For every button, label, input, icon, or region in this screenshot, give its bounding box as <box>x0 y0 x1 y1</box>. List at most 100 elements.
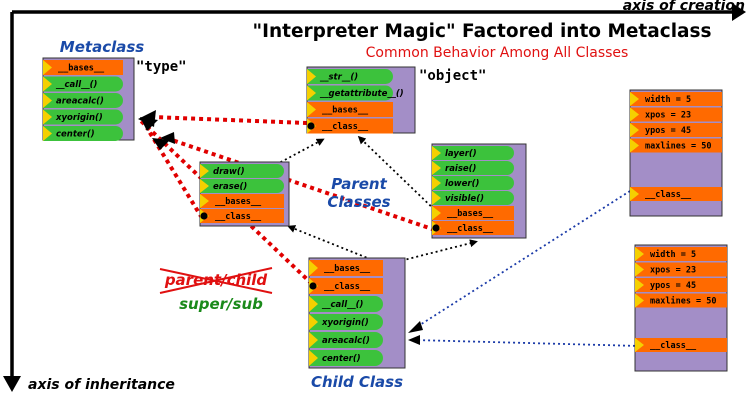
object-type-label: "object" <box>419 68 486 84</box>
mixin-right-box: layer()raise()lower()visible()__bases___… <box>431 143 527 239</box>
slot-attr: __class__ <box>432 221 514 235</box>
mixin-left-to-metaclass-link <box>145 126 204 220</box>
slot-pointer-icon <box>432 206 441 220</box>
page-subtitle: Common Behavior Among All Classes <box>366 45 629 61</box>
slot-pointer-icon <box>43 93 52 108</box>
axis-creation-label: axis of creation <box>623 0 745 14</box>
slot-method: xyorigin() <box>43 109 123 125</box>
slot-pointer-icon <box>309 260 318 276</box>
instance1-to-child-link <box>411 190 631 331</box>
slot-pointer-icon <box>307 85 316 101</box>
attr-slot-bg <box>635 293 727 308</box>
slot-pointer-icon <box>43 109 52 125</box>
method-slot-cap <box>270 179 284 193</box>
method-slot-bg <box>43 126 116 141</box>
attr-slot-bg <box>630 92 722 106</box>
slot-pointer-icon <box>630 107 639 122</box>
method-slot-bg <box>200 179 277 193</box>
attr-slot-bg <box>630 107 722 122</box>
attr-slot-bg <box>200 209 284 223</box>
method-slot-cap <box>270 164 284 178</box>
slot-label: erase() <box>213 182 247 192</box>
slot-label: __class__ <box>215 212 262 222</box>
slot-pointer-icon <box>432 146 441 160</box>
slot-label: areacalc() <box>322 336 370 346</box>
slot-method: __call__() <box>43 76 123 92</box>
slot-label: draw() <box>213 167 245 177</box>
slot-label: width = 5 <box>650 249 696 260</box>
slot-attr: ypos = 45 <box>635 278 727 292</box>
slot-method: areacalc() <box>309 332 383 348</box>
slot-pointer-icon <box>432 191 441 205</box>
metaclass-box: __bases____call__() areacalc() xyorigin() c… <box>42 57 135 141</box>
method-slot-bg <box>432 176 507 190</box>
slot-method: erase() <box>200 179 284 193</box>
child-to-mixin-left-link <box>287 225 386 266</box>
arrowhead-mixinright-meta <box>160 132 175 144</box>
slot-label: __class__ <box>324 282 371 292</box>
method-slot-bg <box>309 314 375 330</box>
slot-label: __class__ <box>322 122 369 132</box>
slot-label: __class__ <box>650 341 697 351</box>
pointer-dot <box>200 212 208 220</box>
slot-label: __class__ <box>645 190 692 200</box>
axis-inheritance-label: axis of inheritance <box>28 377 175 393</box>
slot-pointer-icon <box>200 194 209 208</box>
slot-label: visible() <box>445 194 484 204</box>
slot-pointer-icon <box>200 179 209 193</box>
slot-label: __bases__ <box>215 197 262 207</box>
instance2-to-child-link <box>413 339 641 347</box>
method-slot-cap <box>378 69 393 84</box>
attr-slot-bg <box>200 194 284 208</box>
slot-method: __str__() <box>307 69 393 84</box>
slot-label: maxlines = 50 <box>645 141 712 152</box>
slot-label: maxlines = 50 <box>650 296 717 307</box>
pointer-dot <box>432 224 440 232</box>
slot-method: center() <box>43 126 123 141</box>
slot-label: raise() <box>445 164 477 174</box>
slot-pointer-icon <box>309 296 318 312</box>
slot-label: __getattribute__() <box>319 89 404 99</box>
method-slot-bg <box>309 350 375 366</box>
slot-method: raise() <box>432 161 514 175</box>
metaclass-label: Metaclass <box>60 38 144 56</box>
child-box: __bases____class____call__()xyorigin()ar… <box>308 257 406 369</box>
slot-label: areacalc() <box>56 97 104 107</box>
attr-slot-bg <box>635 338 727 352</box>
child-to-mixin-right-link <box>391 239 478 264</box>
slot-attr: maxlines = 50 <box>635 293 727 308</box>
attr-slot-bg <box>309 278 383 294</box>
slot-label: center() <box>56 130 95 140</box>
attr-slot-bg <box>630 187 722 201</box>
slot-pointer-icon <box>309 314 318 330</box>
slot-method: draw() <box>200 164 284 178</box>
super-sub-label: super/sub <box>179 295 263 313</box>
slot-label: __class__ <box>447 224 494 234</box>
arrowhead-mixinleft-meta <box>140 117 158 131</box>
slot-pointer-icon <box>307 69 316 84</box>
slot-label: xyorigin() <box>55 113 103 123</box>
method-slot-bg <box>43 93 116 108</box>
method-slot-cap <box>108 109 123 125</box>
method-slot-cap <box>500 176 514 190</box>
attr-slot-bg <box>307 102 393 117</box>
axis-inheritance-arrowhead <box>3 376 21 392</box>
slot-pointer-icon <box>635 247 644 261</box>
arrowhead-child-meta <box>152 138 170 150</box>
slot-attr: __class__ <box>635 338 727 352</box>
attr-slot-bg <box>635 278 727 292</box>
slot-pointer-icon <box>432 161 441 175</box>
slot-attr: xpos = 23 <box>630 107 722 122</box>
slot-label: width = 5 <box>645 94 691 105</box>
slot-attr: xpos = 23 <box>635 262 727 277</box>
slot-attr: width = 5 <box>630 92 722 106</box>
metaclass-type-label: "type" <box>136 59 187 75</box>
method-slot-cap <box>108 76 123 92</box>
arrowhead-instance2-child <box>408 335 420 345</box>
slot-attr: __bases__ <box>43 60 123 75</box>
parent-classes-label-line1: Parent <box>331 175 387 193</box>
arrowhead-instance1-child <box>408 321 423 333</box>
method-slot-cap <box>378 85 393 101</box>
method-slot-bg <box>43 109 116 125</box>
